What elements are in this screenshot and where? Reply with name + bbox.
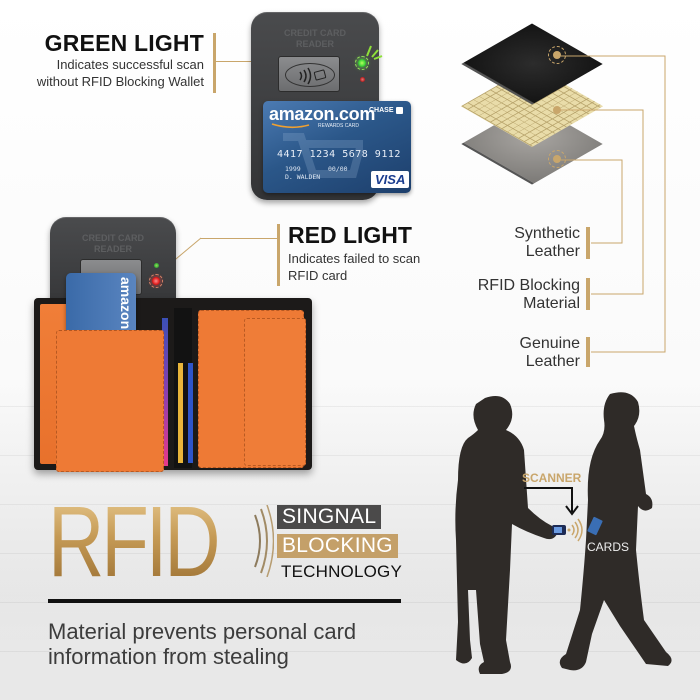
card-reader-label-bottom: CREDIT CARD READER [50, 233, 176, 255]
green-light-description: Indicates successful scan without RFID B… [0, 56, 204, 90]
silhouette-scanner-person [455, 396, 558, 674]
silhouette-victim-person [559, 392, 672, 671]
material-genuine-line1: Genuine [519, 335, 581, 352]
amazon-smile-icon [271, 123, 310, 129]
technology-label: TECHNOLOGY [281, 562, 403, 581]
card-reader-label-line1: CREDIT CARD [284, 28, 346, 38]
stolen-card-icon [587, 516, 603, 536]
material-accent-bar-synthetic [586, 227, 590, 259]
wallet-card-yellow [178, 363, 183, 463]
material-label-rfid: RFID Blocking Material [460, 277, 580, 313]
card-member-since: 1999 [285, 165, 301, 173]
card-brand: amazon.com [269, 104, 376, 124]
wallet-card-edge [162, 318, 168, 466]
card-program: REWARDS CARD [318, 123, 359, 129]
material-rfid-line1: RFID Blocking [477, 277, 580, 294]
green-light-title: GREEN LIGHT [44, 30, 204, 56]
card-issuer: CHASE [369, 107, 394, 114]
chase-logo-icon [396, 107, 403, 114]
material-label-synthetic: Synthetic Leather [460, 225, 580, 261]
layer-marker-ring-top [548, 46, 566, 64]
scan-waves-icon [567, 518, 583, 542]
red-light-desc-line2: RFID card [288, 268, 348, 283]
material-accent-bar-genuine [586, 337, 590, 367]
red-led-ring [149, 274, 163, 288]
material-rfid-line2: Material [523, 295, 580, 312]
scanner-label: SCANNER [522, 471, 582, 485]
card-brand-rotated: amazon.com [118, 277, 134, 343]
card-reader-label: CREDIT CARD READER [251, 28, 379, 50]
wallet-coin-flap [244, 318, 306, 466]
contactless-window [278, 56, 340, 92]
credit-card-top: amazon.com REWARDS CARD CHASE 4417 1234 … [263, 101, 411, 193]
tagline-line1: Material prevents personal card [48, 619, 357, 644]
card-reader-bottom-label-line1: CREDIT CARD [82, 233, 144, 243]
card-reader-bottom-label-line2: READER [93, 244, 132, 254]
tagline-line2: information from stealing [48, 644, 289, 669]
green-led-off [154, 263, 159, 268]
rfid-big-text: RFID [48, 486, 221, 598]
green-led [358, 59, 366, 67]
green-light-desc-line1: Indicates successful scan [56, 57, 204, 72]
red-light-title: RED LIGHT [288, 222, 412, 248]
cards-label: CARDS [587, 540, 630, 554]
wallet-front-pocket [56, 330, 164, 472]
cart-watermark-icon [283, 133, 363, 178]
red-light-leader-line [200, 238, 277, 239]
arrow-line [524, 487, 573, 512]
signal-waves-icon [254, 505, 274, 577]
card-expiry: 00/00 [328, 165, 348, 173]
green-led-ring [355, 56, 369, 70]
arrow-head-icon [565, 505, 579, 516]
red-led-off [360, 77, 365, 82]
material-accent-bar-rfid [586, 278, 590, 310]
contactless-icon [285, 63, 335, 87]
material-genuine-line2: Leather [525, 353, 580, 370]
card-holder: D. WALDEN [285, 173, 321, 181]
red-light-accent-bar [277, 224, 280, 286]
green-light-desc-line2: without RFID Blocking Wallet [36, 74, 204, 89]
layer-connector-lines [561, 55, 666, 353]
green-light-accent-bar [213, 33, 216, 93]
scanner-screen [554, 527, 562, 533]
layer-marker-bottom [553, 155, 561, 163]
material-synthetic-line2: Leather [525, 243, 580, 260]
wallet-card-blue [188, 363, 193, 463]
layer-marker-top [553, 51, 561, 59]
red-led [152, 277, 160, 285]
tagline: Material prevents personal card informat… [48, 619, 356, 669]
divider-rule [48, 599, 401, 603]
blocking-label: BLOCKING [277, 534, 398, 558]
red-light-description: Indicates failed to scan RFID card [288, 250, 420, 284]
red-light-desc-line1: Indicates failed to scan [288, 251, 421, 266]
signal-label: SINGNAL [277, 505, 382, 529]
glow-rays-icon [366, 45, 383, 60]
material-label-genuine: Genuine Leather [460, 335, 581, 371]
visa-logo: VISA [371, 171, 410, 188]
skimming-scene [455, 392, 672, 674]
layer-marker-middle [553, 106, 561, 114]
card-number: 4417 1234 5678 9112 [277, 149, 401, 160]
material-synthetic-line1: Synthetic [514, 225, 580, 242]
card-reader-label-line2: READER [295, 39, 334, 49]
layer-marker-ring-bottom [548, 150, 566, 168]
